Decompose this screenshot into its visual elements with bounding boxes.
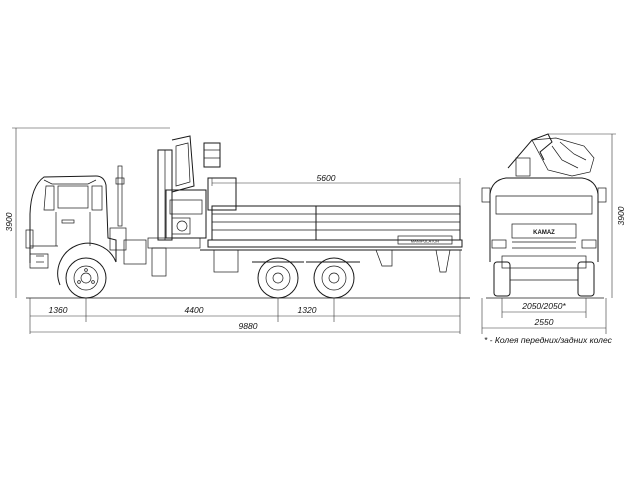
dim-overall-length: 9880 bbox=[239, 321, 258, 331]
front-wheel bbox=[57, 242, 117, 299]
cab bbox=[25, 165, 127, 269]
dim-height-side: 3900 bbox=[4, 212, 14, 231]
dim-height-front: 3900 bbox=[616, 206, 626, 225]
dim-bed-length: 5600 bbox=[317, 173, 336, 183]
cab-logo: KAMAZ bbox=[533, 230, 555, 236]
dim-rear-axle-spacing: 1320 bbox=[298, 305, 317, 315]
dim-track: 2050/2050* bbox=[521, 301, 566, 311]
side-dimensions: 3900 5600 1360 4400 1320 9880 bbox=[4, 127, 461, 334]
dim-width: 2550 bbox=[534, 317, 554, 327]
dim-front-overhang: 1360 bbox=[49, 305, 68, 315]
dim-wheelbase: 4400 bbox=[185, 305, 204, 315]
crane bbox=[123, 135, 221, 277]
footnote: * - Колея передних/задних колес bbox=[484, 335, 613, 345]
cargo-bed: MANIPULATOR bbox=[200, 177, 463, 273]
side-view: MANIPULATOR bbox=[25, 135, 470, 299]
crane-logo: MANIPULATOR bbox=[411, 239, 440, 244]
front-dimensions: 3900 2050/2050* 2550 * - Колея передних/… bbox=[481, 133, 626, 345]
front-view: KAMAZ bbox=[481, 133, 607, 299]
rear-wheel-1 bbox=[252, 257, 304, 299]
rear-wheel-2 bbox=[306, 257, 360, 299]
